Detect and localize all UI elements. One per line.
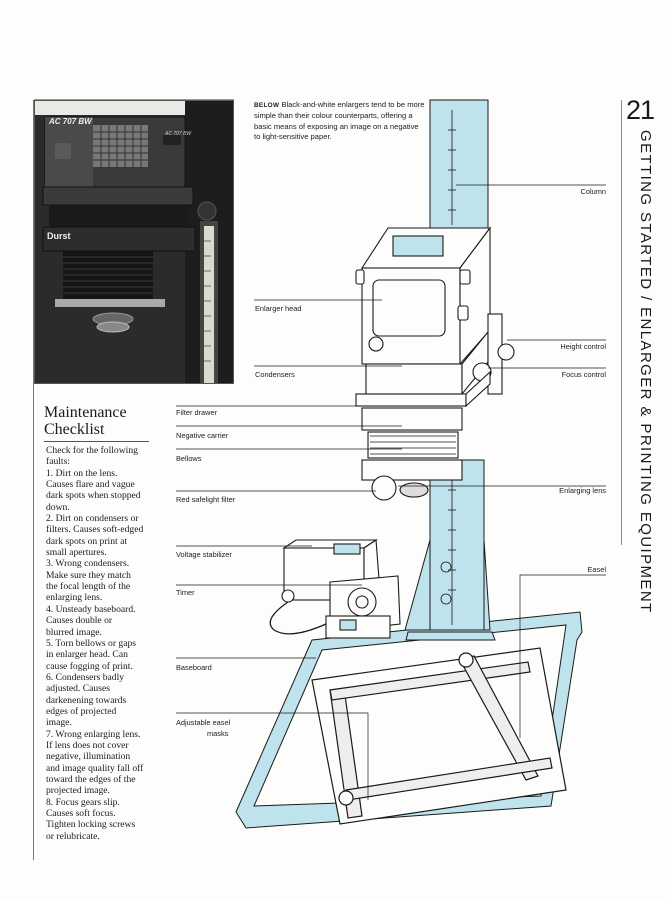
label-filter-drawer: Filter drawer	[176, 408, 218, 417]
checklist-line: and image quality fall off	[46, 762, 144, 774]
checklist-line: dark spots on print at	[46, 535, 128, 547]
caption-lead: BELOW	[254, 102, 280, 109]
maintenance-title-line-2: Checklist	[44, 421, 105, 438]
checklist-line: edges of projected	[46, 705, 117, 717]
label-condensers: Condensers	[255, 370, 295, 379]
checklist-line: adjusted. Causes	[46, 683, 110, 695]
page-number: 21	[626, 95, 655, 125]
label-voltage-stabilizer: Voltage stabilizer	[176, 550, 232, 559]
checklist-line: Tighten locking screws	[46, 819, 136, 831]
checklist-line: 7. Wrong enlarging lens.	[46, 728, 141, 740]
checklist-line: image.	[46, 717, 72, 729]
model-plate: AC 707 BW	[49, 117, 92, 126]
checklist-line: blurred image.	[46, 626, 102, 638]
figure-caption: BELOW Black-and-white enlargers tend to …	[254, 100, 426, 143]
checklist-line: toward the edges of the	[46, 773, 136, 785]
checklist-line: down.	[46, 501, 70, 513]
label-column: Column	[580, 187, 606, 196]
checklist-line: 6. Condensers badly	[46, 671, 125, 683]
checklist-line: 2. Dirt on condensers or	[46, 513, 139, 525]
label-height-control: Height control	[560, 342, 606, 351]
label-enlarging-lens: Enlarging lens	[559, 486, 606, 495]
checklist-line: dark spots when stopped	[46, 490, 141, 502]
checklist-line: projected image.	[46, 785, 110, 797]
checklist-line: If lens does not cover	[46, 739, 129, 751]
maintenance-title-line-1: Maintenance	[44, 404, 127, 421]
label-negative-carrier: Negative carrier	[176, 431, 229, 440]
checklist-line: 5. Torn bellows or gaps	[46, 637, 137, 649]
label-timer: Timer	[176, 588, 195, 597]
checklist-line: Make sure they match	[46, 569, 131, 581]
maintenance-rule	[44, 441, 149, 442]
running-head: GETTING STARTED / ENLARGER & PRINTING EQ…	[620, 130, 660, 614]
label-baseboard: Baseboard	[176, 663, 212, 672]
caption-text: Black-and-white enlargers tend to be mor…	[254, 100, 425, 142]
label-adjustable-easel-masks-2: masks	[207, 729, 229, 738]
checklist-line: filters. Causes soft-edged	[46, 524, 144, 536]
checklist-line: enlarging lens.	[46, 592, 103, 604]
checklist-line: the focal length of the	[46, 581, 131, 593]
label-adjustable-easel-masks: Adjustable easel	[176, 718, 231, 727]
checklist-line: or relubricate.	[46, 830, 100, 842]
label-enlarger-head: Enlarger head	[255, 304, 302, 313]
checklist-line: Causes soft focus.	[46, 808, 116, 819]
label-red-safelight-filter: Red safelight filter	[176, 495, 236, 504]
maintenance-title: Maintenance Checklist	[44, 404, 164, 438]
checklist-line: 3. Wrong condensers.	[46, 558, 130, 570]
page-number-rule	[621, 100, 622, 545]
top-rule	[34, 99, 234, 100]
brand-logo: Durst	[47, 231, 71, 241]
checklist-line: 8. Focus gears slip.	[46, 796, 120, 808]
checklist-line: 1. Dirt on the lens.	[46, 467, 118, 479]
checklist-line: in enlarger head. Can	[46, 649, 128, 661]
label-easel: Easel	[587, 565, 607, 574]
enlarger-photo: AC 707 BW AC 707 BW Durst	[34, 100, 234, 384]
running-head-text: GETTING STARTED / ENLARGER & PRINTING EQ…	[637, 130, 654, 614]
checklist-line: negative, illumination	[46, 751, 131, 763]
checklist-line: 4. Unsteady baseboard.	[46, 603, 136, 615]
label-focus-control: Focus control	[561, 370, 606, 379]
checklist-line: cause fogging of print.	[46, 660, 133, 672]
left-rule	[33, 100, 34, 860]
checklist-line: Causes flare and vague	[46, 479, 135, 491]
checklist-line: small apertures.	[46, 547, 107, 559]
checklist-line: Causes double or	[46, 615, 113, 627]
checklist-line: Check for the following	[46, 445, 138, 456]
checklist-line: darkenening towards	[46, 694, 127, 706]
checklist-line: faults:	[46, 456, 70, 468]
label-bellows: Bellows	[176, 454, 202, 463]
model-plate-small: AC 707 BW	[165, 131, 192, 137]
